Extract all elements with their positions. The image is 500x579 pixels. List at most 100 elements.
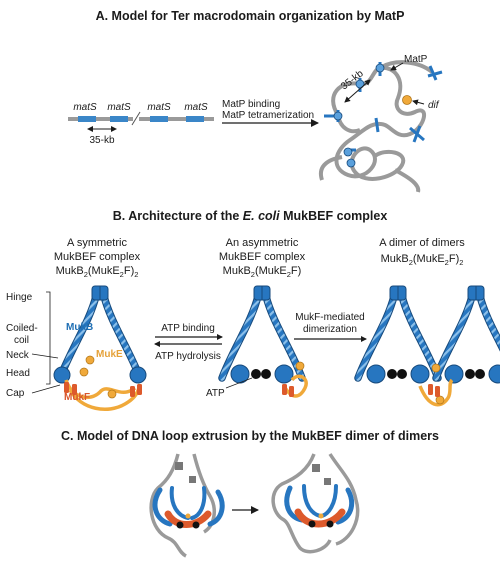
atp-binding-label: ATP binding	[161, 323, 215, 334]
matp-ball-1	[333, 111, 343, 121]
atp-molecule-3c	[465, 369, 475, 379]
mukb-dimer-3a	[358, 286, 438, 378]
atp-transition: ATP binding ATP hydrolysis	[154, 323, 223, 362]
mukb-dimer-3b	[436, 286, 500, 378]
matp-ball-3	[375, 63, 385, 73]
dimerization-line2: dimerization	[303, 324, 357, 335]
hinge-c1a	[175, 462, 183, 470]
mukf-1c	[130, 386, 135, 397]
matp-bound-site-6	[374, 117, 380, 133]
muke-domain-2	[79, 367, 89, 377]
domain-head: Head	[6, 368, 30, 379]
muke-c2	[318, 513, 324, 519]
atp-c1b	[192, 521, 200, 529]
neck-pointer	[31, 353, 59, 359]
muke-domain-3	[107, 389, 117, 399]
domain-coiled: Coiled-	[6, 323, 38, 334]
domain-hinge: Hinge	[6, 292, 33, 303]
col3-line1: A dimer of dimers	[379, 237, 465, 249]
matp-ball-8	[346, 158, 356, 168]
mats-label-3: matS	[147, 102, 171, 113]
mukb-head-1a	[53, 366, 71, 384]
dna-strand-c2	[271, 453, 360, 554]
domain-cap: Cap	[6, 388, 25, 399]
mats-site-1	[78, 116, 96, 122]
loop-extrusion-state-2	[271, 453, 360, 554]
muke-label: MukE	[96, 349, 123, 360]
hinge-c2a	[312, 464, 320, 472]
asymmetric-complex: ATP	[206, 286, 308, 399]
loop-distance-arrow	[344, 79, 371, 103]
mats-label-4: matS	[184, 102, 208, 113]
atp-label: ATP	[206, 388, 225, 399]
domain-neck: Neck	[6, 350, 30, 361]
mukb-head-3a	[366, 364, 386, 384]
mukf-3a	[428, 384, 433, 395]
mats-label-1: matS	[73, 102, 97, 113]
mukb-head-3c	[444, 364, 464, 384]
mukb-head-3b	[410, 364, 430, 384]
mats-label-2: matS	[107, 102, 131, 113]
atp-c2b	[326, 520, 334, 528]
mukb-arms-c2-inner	[302, 484, 338, 518]
domain-bracket	[46, 291, 51, 385]
cap-pointer	[31, 384, 61, 394]
mukb-head-2a	[230, 364, 250, 384]
muke-chain-3	[418, 378, 454, 407]
muke-c1	[185, 513, 191, 519]
col2-line2: MukBEF complex	[219, 251, 306, 263]
matp-ball-7	[343, 147, 353, 157]
mukf-2a	[282, 384, 287, 395]
mukf-1d	[137, 384, 142, 395]
hinge-c2b	[324, 478, 331, 485]
mukb-head-1b	[129, 366, 147, 384]
dna-tail-right	[394, 168, 421, 193]
matp-bound-site-4	[427, 65, 443, 81]
col3-formula: MukB2(MukE2F)2	[381, 253, 464, 267]
col1-formula: MukB2(MukE2F)2	[56, 265, 139, 279]
matp-bound-site-5	[409, 125, 425, 143]
col1-line2: MukBEF complex	[54, 251, 141, 263]
domain-coil: coil	[14, 335, 29, 346]
dif-site	[402, 95, 412, 105]
mukb-label: MukB	[66, 322, 93, 333]
mukb-head-2b	[274, 364, 294, 384]
dimerization-transition: MukF-mediated dimerization	[294, 312, 367, 342]
domain-labels: Hinge Coiled- coil Neck Head Cap	[6, 291, 61, 399]
muke-domain-3b	[435, 395, 445, 405]
mukf-label: MukF	[64, 392, 90, 403]
atp-pointer	[225, 377, 253, 389]
hinge-c1b	[189, 476, 196, 483]
matp-label: MatP	[404, 54, 428, 65]
col2-formula: MukB2(MukE2F)	[223, 265, 302, 279]
dimer-of-dimers-complex	[358, 286, 500, 407]
atp-molecule-3b	[397, 369, 407, 379]
matp-arrow	[390, 62, 404, 71]
mukf-c1	[164, 510, 212, 528]
mukf-1a	[64, 382, 69, 393]
dimerization-line1: MukF-mediated	[295, 312, 364, 323]
atp-c2a	[308, 520, 316, 528]
dif-label: dif	[428, 100, 440, 111]
dna-top-loop	[378, 60, 434, 74]
panel-a-ter-macrodomain: dif MatP 35-kb	[319, 54, 443, 193]
mukf-3b	[435, 386, 440, 397]
atp-molecule-3a	[387, 369, 397, 379]
dna-break-mark	[131, 111, 141, 126]
distance-label: 35-kb	[89, 135, 114, 146]
atp-molecule-3d	[475, 369, 485, 379]
col2-line1: An asymmetric	[226, 237, 299, 249]
mats-site-2	[110, 116, 128, 122]
mukf-2b	[289, 386, 294, 397]
mukb-arms-c1-inner	[169, 486, 207, 520]
muke-domain-3a	[431, 363, 441, 373]
muke-domain-1	[85, 355, 95, 365]
muke-domain-2a	[295, 361, 305, 371]
mukb-arms-c1-outer	[152, 487, 225, 527]
atp-hydrolysis-label: ATP hydrolysis	[155, 351, 221, 362]
arrow-label-line1: MatP binding	[222, 99, 280, 110]
atp-molecule-2	[261, 369, 271, 379]
panel-b-title: B. Architecture of the E. coli MukBEF co…	[113, 209, 388, 223]
